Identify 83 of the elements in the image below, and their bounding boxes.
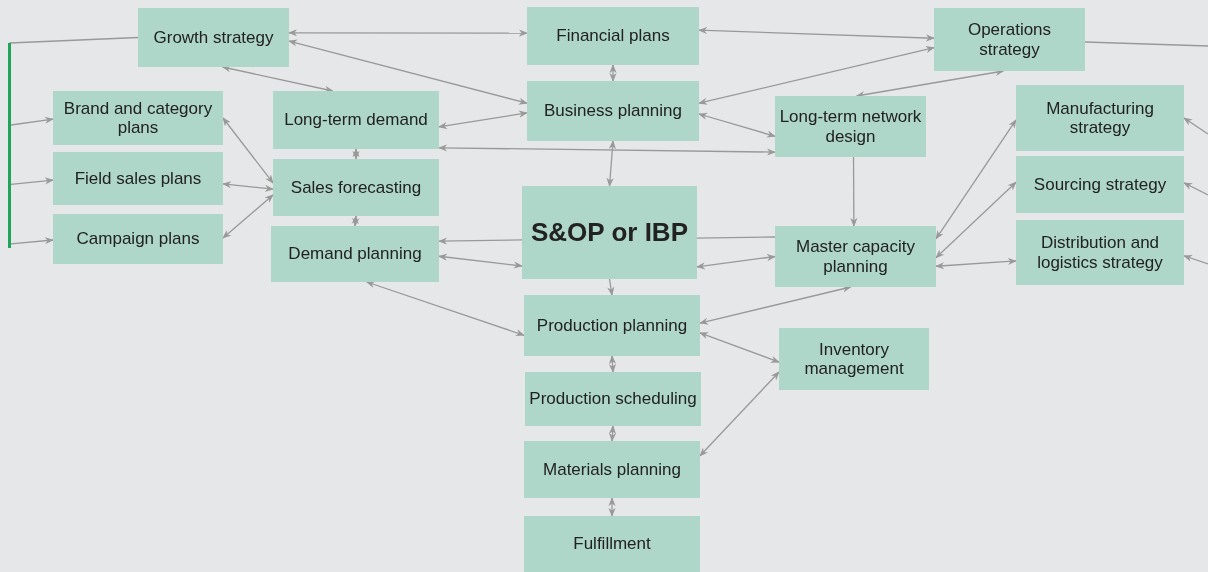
- arrow: [935, 257, 1017, 270]
- arrow: [288, 39, 528, 105]
- node-label: Long-term network design: [779, 107, 922, 146]
- arrow: [10, 177, 54, 186]
- arrow: [221, 65, 334, 93]
- node-label: Manufacturing strategy: [1045, 98, 1155, 138]
- node-label: Sales forecasting: [290, 178, 422, 197]
- arrow: [288, 29, 528, 37]
- process-box: [527, 81, 699, 141]
- node-label: Demand planning: [288, 244, 422, 264]
- arrow: [608, 355, 617, 373]
- node-label: Long-term demand: [284, 110, 428, 130]
- node-label: Materials planning: [543, 460, 681, 479]
- process-box: [53, 152, 223, 205]
- process-box: [525, 372, 701, 426]
- arrow: [1183, 182, 1208, 196]
- node-label: Field sales plans: [74, 169, 202, 188]
- node-label: Campaign plans: [76, 229, 200, 249]
- bracket-bar: [8, 43, 11, 248]
- arrow: [699, 332, 780, 363]
- arrow: [352, 148, 360, 160]
- arrow: [607, 278, 615, 296]
- arrow: [699, 371, 780, 457]
- connector-line: [1084, 41, 1208, 47]
- node-label: Fulfillment: [573, 534, 651, 554]
- arrow: [699, 285, 852, 325]
- process-box: [271, 226, 439, 282]
- arrow: [698, 46, 935, 105]
- arrow: [1183, 117, 1208, 135]
- process-box: [524, 295, 700, 356]
- arrow: [10, 237, 54, 245]
- connector-line: [696, 236, 776, 239]
- arrow: [438, 253, 523, 269]
- process-box: [527, 7, 699, 65]
- arrow: [608, 425, 617, 442]
- arrow: [438, 144, 776, 156]
- process-box: [1016, 156, 1184, 213]
- arrow: [10, 116, 54, 126]
- connector-line: [8, 36, 139, 44]
- arrow: [698, 112, 776, 138]
- arrow: [696, 254, 776, 270]
- process-box: [775, 96, 926, 157]
- process-box: [524, 516, 700, 572]
- process-box: [524, 441, 700, 498]
- node-label: Sourcing strategy: [1033, 175, 1167, 194]
- arrow: [438, 110, 528, 130]
- process-box: [1016, 85, 1184, 151]
- process-box: [53, 214, 223, 264]
- central-process-box: [522, 186, 697, 279]
- node-label: Business planning: [544, 101, 682, 121]
- arrow: [609, 64, 617, 82]
- arrow: [850, 156, 858, 227]
- arrow: [855, 68, 1005, 99]
- arrow: [1183, 255, 1208, 265]
- process-box: [775, 226, 936, 287]
- node-label: Distribution and logistics strategy: [1036, 233, 1164, 272]
- node-label: Production scheduling: [529, 389, 697, 409]
- node-label: Master capacity planning: [794, 237, 916, 276]
- arrow: [608, 497, 616, 517]
- process-box: [934, 8, 1085, 71]
- process-box: [779, 328, 929, 390]
- arrow: [222, 194, 274, 239]
- node-label: Production planning: [536, 316, 688, 335]
- node-label: S&OP or IBP: [531, 218, 688, 247]
- arrow: [698, 26, 935, 42]
- process-box: [138, 8, 289, 67]
- node-label: Financial plans: [556, 26, 670, 46]
- arrow: [222, 117, 274, 184]
- arrow: [365, 281, 525, 337]
- arrow: [935, 119, 1017, 240]
- process-box: [273, 91, 439, 149]
- process-box: [1016, 220, 1184, 285]
- node-label: Inventory management: [803, 339, 905, 379]
- node-label: Growth strategy: [153, 28, 274, 47]
- arrow: [351, 215, 360, 227]
- arrow: [606, 140, 616, 187]
- process-box: [273, 159, 439, 216]
- process-box: [53, 91, 223, 145]
- arrow: [935, 181, 1017, 259]
- arrow: [222, 181, 274, 192]
- arrow: [438, 237, 523, 245]
- node-label: Brand and category plans: [62, 98, 214, 138]
- node-label: Operations strategy: [966, 20, 1053, 59]
